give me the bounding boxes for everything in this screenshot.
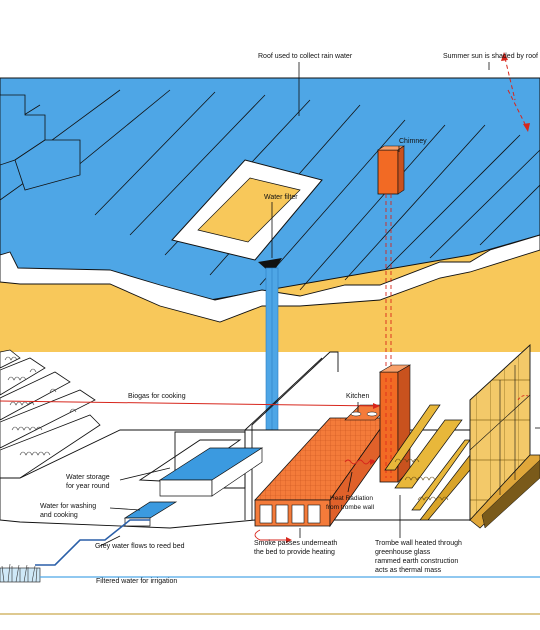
label-smoke-2: the bed to provide heating	[254, 549, 335, 556]
label-trombe-1: Trombe wall heated through	[375, 540, 462, 547]
label-washing-1: Water for washing	[40, 503, 96, 510]
label-biogas: Biogas for cooking	[128, 393, 186, 400]
label-water-storage-1: Water storage	[66, 474, 110, 481]
label-kitchen: Kitchen	[346, 393, 369, 400]
label-trombe-2: greenhouse glass	[375, 549, 431, 556]
label-heat-2: from trombe wall	[326, 504, 375, 511]
greenhouse-wall	[470, 345, 540, 528]
label-heat-1: Heat Radiation	[330, 495, 373, 502]
chimney-top	[378, 150, 398, 194]
label-chimney: Chimney	[399, 138, 427, 145]
label-summer-sun: Summer sun is shaded by roof	[443, 53, 538, 60]
label-trombe-4: acts as thermal mass	[375, 567, 442, 574]
label-grey-water: Grey water flows to reed bed	[95, 543, 185, 550]
label-filtered: Filtered water for irrigation	[96, 578, 177, 585]
label-smoke-1: Smoke passes underneath	[254, 540, 337, 547]
label-roof-rain: Roof used to collect rain water	[258, 53, 353, 60]
label-water-filter: Water filter	[264, 194, 298, 201]
label-trombe-3: rammed earth construction	[375, 558, 458, 565]
label-washing-2: and cooking	[40, 512, 78, 519]
label-water-storage-2: for year round	[66, 483, 110, 490]
reed-bed	[0, 564, 40, 582]
